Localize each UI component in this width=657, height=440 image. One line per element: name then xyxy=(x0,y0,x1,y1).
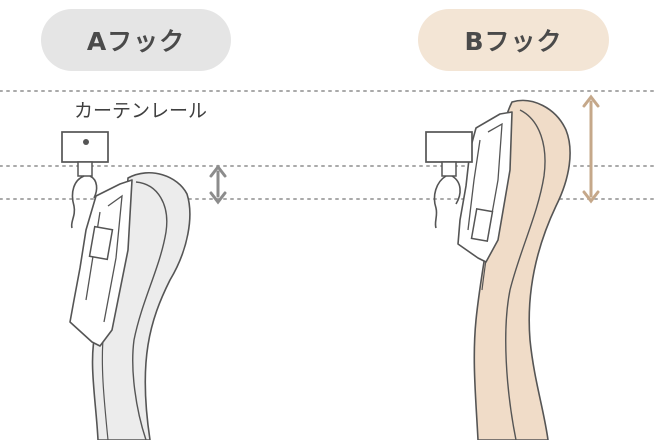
hook-b-label-pill: Bフック xyxy=(418,9,609,71)
hook-b-height-arrow xyxy=(582,94,600,204)
hook-b-body-slot xyxy=(467,122,503,237)
hook-a-body xyxy=(69,179,133,347)
hook-b-illustration xyxy=(425,99,571,440)
hook-a-label-pill: Aフック xyxy=(41,9,231,71)
hook-b-runner xyxy=(425,131,473,163)
hook-b-clip-tab xyxy=(470,207,494,243)
hook-a-ring xyxy=(70,175,98,229)
hook-a-runner xyxy=(61,131,109,163)
hook-b-runner-stem xyxy=(441,161,457,177)
hook-b-label: Bフック xyxy=(464,27,563,56)
curtain-rail-label: カーテンレール xyxy=(74,100,208,122)
hook-b-ring xyxy=(433,175,461,229)
hook-b-curtain-fold xyxy=(505,109,546,440)
hook-a-clip-tab xyxy=(88,225,114,261)
hook-a-height-arrow xyxy=(209,164,227,205)
hook-a-curtain-fold xyxy=(132,181,168,440)
hook-a-runner-pin xyxy=(83,139,89,145)
hook-a-label: Aフック xyxy=(86,27,186,56)
hook-a-illustration xyxy=(61,131,191,440)
hook-a-runner-stem xyxy=(77,161,93,177)
